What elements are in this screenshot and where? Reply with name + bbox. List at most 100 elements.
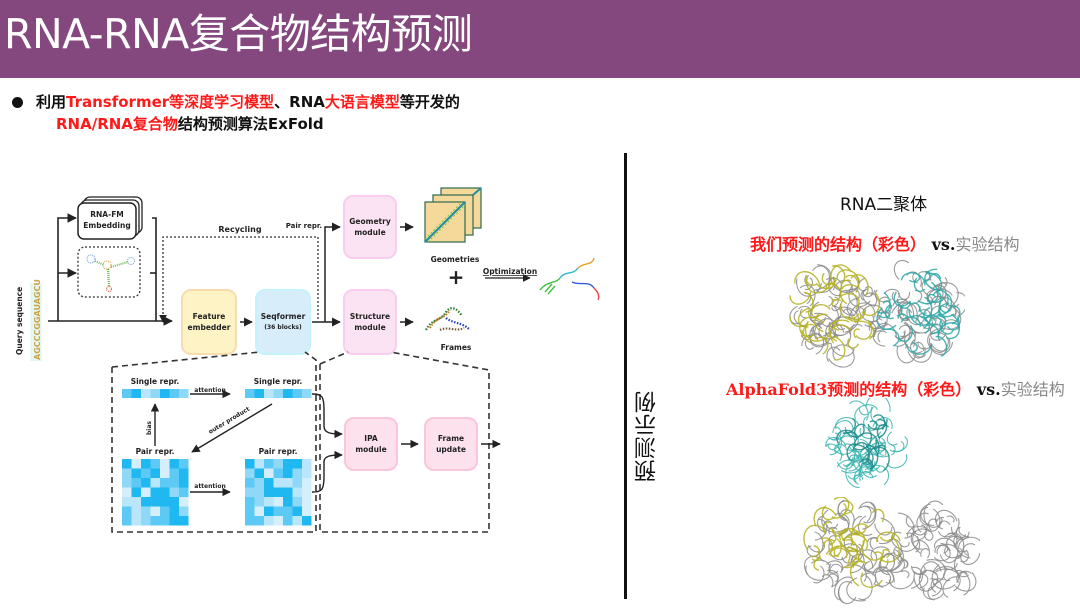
backbone-strand [858,501,877,518]
backbone-strand [876,307,897,330]
ipa-label: IPA [364,434,378,443]
heat-cell [122,497,132,507]
backbone-strand [932,285,944,297]
backbone-strand [858,277,866,292]
heat-cell [160,506,170,516]
caption-our-prediction: 我们预测的结构（彩色） vs.实验结构 [750,231,1019,255]
heat-cell [264,516,274,526]
rna-dimer-title: RNA二聚体 [840,195,928,215]
backbone-strand [813,507,837,527]
heat-cell [169,516,179,526]
backbone-strand [930,578,943,597]
backbone-strand [894,321,911,347]
heat-cell [150,497,160,507]
backbone-strand [913,277,926,292]
backbone-strand [814,312,834,337]
heat-cell [273,389,283,398]
backbone-strand [849,400,869,421]
bullet-dot-icon [12,97,23,108]
backbone-strand [960,549,969,563]
heat-cell [302,389,312,398]
backbone-strand [905,515,917,528]
pair-repr-right-label: Pair repr. [259,447,298,456]
backbone-strand [871,437,886,456]
backbone-strand [900,570,910,579]
heat-cell [131,487,141,497]
caption-experimental-2: 实验结构 [1000,380,1065,399]
backbone-strand [876,291,891,314]
backbone-strand [877,330,887,343]
backbone-strand [840,279,852,290]
single-repr-right-bar [245,389,312,398]
backbone-strand [934,509,958,523]
backbone-strand [944,295,960,308]
caption-our-prediction-colored: 我们预测的结构（彩色） [750,235,927,254]
backbone-strand [826,346,841,362]
recycling-label: Recycling [218,225,261,234]
heat-cell [302,506,312,516]
backbone-strand [848,525,867,535]
backbone-strand [830,563,843,571]
heat-cell [302,497,312,507]
attention-bottom-label: attention [194,483,225,490]
backbone-strand [908,273,921,283]
backbone-strand [923,324,940,336]
heat-cell [283,468,293,478]
heat-cell [245,478,255,488]
heat-cell [160,389,170,398]
backbone-strand [912,528,929,554]
heat-cell [245,459,255,469]
heat-cell [160,497,170,507]
backbone-strand [874,570,892,587]
backbone-strand [927,517,943,528]
backbone-strand [827,443,840,451]
query-sequence-bg [30,283,42,361]
backbone-strand [936,543,959,555]
backbone-strand [834,443,847,454]
backbone-strand [926,559,946,586]
backbone-strand [864,286,873,296]
backbone-strand [942,576,960,598]
backbone-strand [850,553,874,569]
backbone-strand [836,454,855,470]
heat-cell [141,459,151,469]
backbone-strand [929,331,947,341]
backbone-strand [883,288,900,298]
geometry-module-label: module [354,228,385,237]
heat-cell [122,459,132,469]
pair-repr-top-label: Pair repr. [286,222,322,230]
frames-structure-icon [425,307,471,332]
backbone-strand [873,446,890,472]
heat-cell [141,389,151,398]
backbone-strand [845,274,860,293]
backbone-strand [852,441,869,451]
backbone-strand [938,297,955,318]
backbone-strand [854,423,866,440]
backbone-strand [855,319,873,340]
backbone-strand [804,321,833,342]
heat-cell [141,497,151,507]
rnafm-label: RNA-FM [90,210,124,219]
heat-cell [179,487,189,497]
backbone-strand [947,532,958,547]
backbone-strand [886,454,908,469]
bullet-text-segment: 结构预测算法ExFold [177,115,324,133]
backbone-strand [894,330,906,340]
backbone-strand [930,578,944,593]
backbone-strand [849,443,865,453]
backbone-strand [928,518,939,531]
backbone-strand [823,539,836,548]
backbone-strand [882,300,892,309]
backbone-strand [930,272,941,280]
backbone-strand [935,335,948,357]
backbone-strand [930,570,939,589]
backbone-strand [826,569,839,583]
backbone-strand [935,516,944,530]
backbone-strand [873,551,884,563]
backbone-strand [865,457,881,472]
heat-cell [245,389,255,398]
backbone-strand [922,317,937,329]
backbone-strand [814,313,828,333]
heat-cell [122,468,132,478]
heat-cell [264,497,274,507]
